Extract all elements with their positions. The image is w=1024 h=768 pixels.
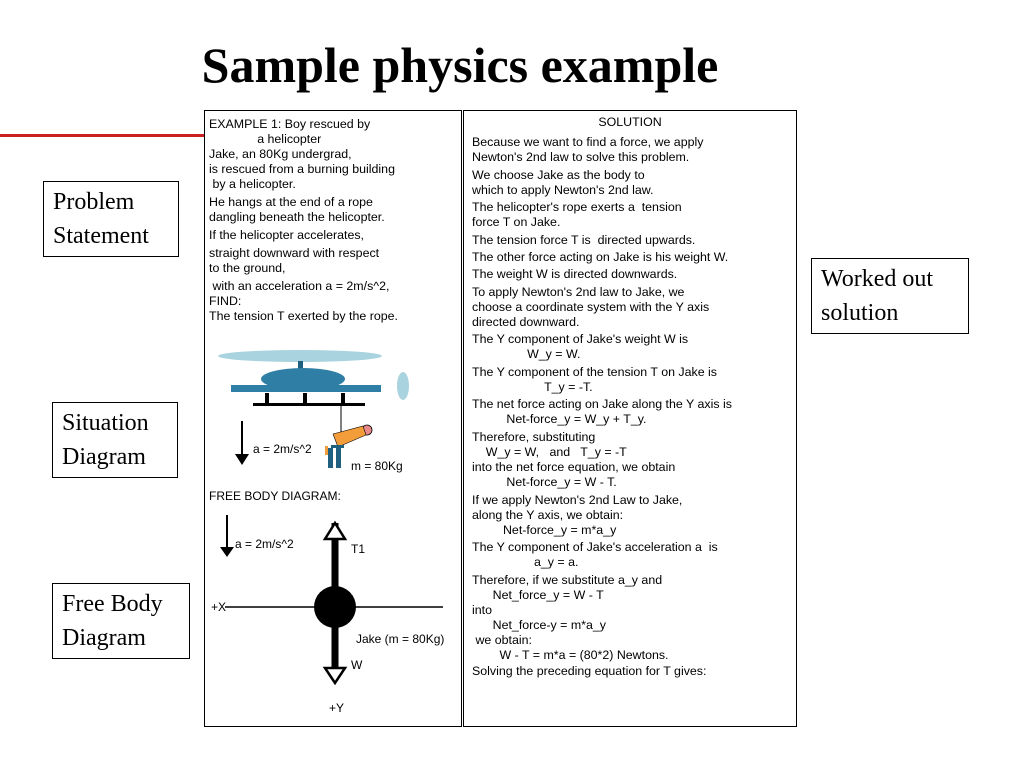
solution-line: directed downward. bbox=[472, 314, 580, 329]
callout-line: Diagram bbox=[62, 625, 146, 651]
fbd-title: FREE BODY DIAGRAM: bbox=[209, 489, 341, 503]
solution-line: The weight W is directed downwards. bbox=[472, 267, 678, 282]
solution-panel: SOLUTION Because we want to find a force… bbox=[463, 110, 797, 727]
problem-line: If the helicopter accelerates, bbox=[209, 228, 364, 242]
problem-line: The tension T exerted by the rope. bbox=[209, 309, 398, 323]
body-label: Jake (m = 80Kg) bbox=[356, 632, 444, 646]
solution-line: The helicopter's rope exerts a tension bbox=[472, 200, 682, 214]
plus-x-label: +X bbox=[211, 600, 226, 614]
solution-line: W - T = m*a = (80*2) Newtons. bbox=[472, 648, 669, 663]
callout-line: Free Body bbox=[62, 591, 163, 617]
slide-title: Sample physics example bbox=[201, 37, 719, 93]
solution-line: into the net force equation, we obtain bbox=[472, 460, 676, 474]
plus-y-label: +Y bbox=[329, 701, 344, 715]
solution-line: choose a coordinate system with the Y ax… bbox=[472, 299, 710, 314]
problem-line: straight downward with respect bbox=[209, 246, 380, 260]
solution-line: T_y = -T. bbox=[472, 379, 593, 394]
acceleration-arrow bbox=[235, 421, 249, 465]
solution-line: To apply Newton's 2nd law to Jake, we bbox=[472, 284, 685, 299]
problem-line: by a helicopter. bbox=[209, 177, 296, 191]
solution-line: Therefore, substituting bbox=[472, 429, 596, 444]
callout-line: solution bbox=[821, 300, 899, 326]
problem-line: is rescued from a burning building bbox=[209, 162, 395, 176]
solution-line: along the Y axis, we obtain: bbox=[472, 507, 624, 522]
problem-statement-callout: Problem Statement bbox=[43, 181, 179, 257]
solution-line: Net_force-y = m*a_y bbox=[472, 618, 606, 633]
solution-line: If we apply Newton's 2nd Law to Jake, bbox=[472, 492, 683, 507]
accent-rule bbox=[0, 134, 205, 137]
solution-line: Net-force_y = m*a_y bbox=[472, 522, 617, 537]
solution-line: The tension force T is directed upwards. bbox=[472, 232, 696, 247]
problem-line: a helicopter bbox=[209, 132, 322, 146]
problem-line: FIND: bbox=[209, 294, 242, 308]
solution-line: The Y component of Jake's acceleration a… bbox=[472, 540, 718, 555]
weight-label: W bbox=[351, 658, 363, 672]
tension-arrow bbox=[322, 520, 348, 541]
solution-line: Newton's 2nd law to solve this problem. bbox=[472, 150, 690, 165]
helicopter-icon bbox=[218, 350, 409, 406]
solution-line: force T on Jake. bbox=[472, 215, 561, 230]
solution-line: Therefore, if we substitute a_y and bbox=[472, 572, 663, 587]
solution-line: Solving the preceding equation for T giv… bbox=[472, 663, 707, 678]
solution-line: we obtain: bbox=[472, 633, 532, 648]
callout-line: Diagram bbox=[62, 444, 146, 470]
fbd-accel-label: a = 2m/s^2 bbox=[235, 537, 294, 551]
worked-solution-callout: Worked out solution bbox=[811, 258, 969, 334]
callout-line: Statement bbox=[53, 223, 149, 249]
fbd-acceleration-arrow bbox=[220, 515, 234, 557]
solution-line: The net force acting on Jake along the Y… bbox=[472, 397, 732, 412]
solution-line: Because we want to find a force, we appl… bbox=[472, 135, 704, 149]
solution-line: Net_force_y = W - T bbox=[472, 587, 604, 602]
problem-line: Jake, an 80Kg undergrad, bbox=[209, 147, 352, 161]
weight-arrow bbox=[322, 666, 348, 686]
solution-line: into bbox=[472, 602, 492, 617]
solution-line: We choose Jake as the body to bbox=[472, 167, 645, 182]
situation-diagram-callout: Situation Diagram bbox=[52, 402, 178, 478]
solution-title: SOLUTION bbox=[598, 115, 662, 129]
problem-panel: EXAMPLE 1: Boy rescued by a helicopter J… bbox=[204, 110, 462, 727]
problem-line: He hangs at the end of a rope bbox=[209, 195, 373, 209]
problem-statement: EXAMPLE 1: Boy rescued by a helicopter J… bbox=[209, 117, 398, 324]
body-dot bbox=[314, 586, 356, 628]
situation-accel-label: a = 2m/s^2 bbox=[253, 442, 312, 456]
problem-line: with an acceleration a = 2m/s^2, bbox=[209, 279, 390, 293]
solution-line: The Y component of the tension T on Jake… bbox=[472, 364, 717, 379]
solution-line: Net-force_y = W_y + T_y. bbox=[472, 412, 647, 427]
situation-diagram: a = 2m/s^2 m = 80Kg FREE BODY DIAGRAM: a… bbox=[209, 350, 444, 715]
tension-label: T1 bbox=[351, 542, 365, 556]
solution-line: The other force acting on Jake is his we… bbox=[472, 249, 729, 264]
free-body-diagram-callout: Free Body Diagram bbox=[52, 583, 190, 659]
problem-line: dangling beneath the helicopter. bbox=[209, 210, 385, 224]
solution-line: The Y component of Jake's weight W is bbox=[472, 332, 689, 347]
callout-line: Worked out bbox=[821, 266, 934, 292]
situation-mass-label: m = 80Kg bbox=[351, 459, 403, 473]
problem-line: EXAMPLE 1: Boy rescued by bbox=[209, 117, 371, 131]
solution-lines: Because we want to find a force, we appl… bbox=[472, 135, 732, 679]
solution-line: W_y = W, and T_y = -T bbox=[472, 444, 627, 459]
hanging-person-icon bbox=[325, 424, 373, 468]
solution-line: W_y = W. bbox=[472, 347, 581, 362]
solution-line: which to apply Newton's 2nd law. bbox=[472, 182, 654, 197]
solution-line: Net-force_y = W - T. bbox=[472, 475, 617, 490]
callout-line: Problem bbox=[53, 189, 135, 215]
callout-line: Situation bbox=[62, 410, 149, 436]
solution-line: a_y = a. bbox=[472, 555, 579, 570]
problem-line: to the ground, bbox=[209, 261, 286, 275]
